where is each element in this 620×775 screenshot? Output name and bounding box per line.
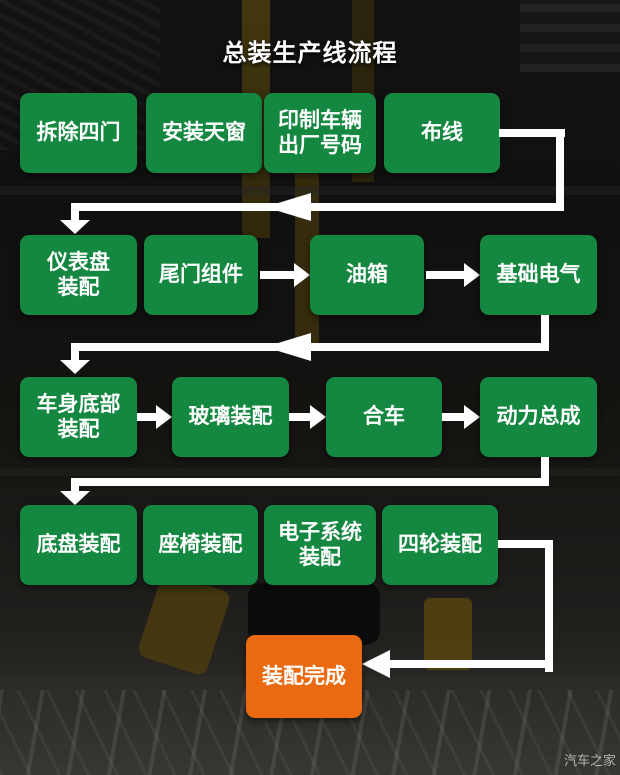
- connector-segment: [541, 315, 549, 351]
- connector-segment: [388, 660, 553, 668]
- step-print-vehicle-serial: 印制车辆 出厂号码: [264, 93, 376, 173]
- step-assembly-complete: 装配完成: [246, 635, 362, 718]
- connector-segment: [556, 129, 564, 211]
- connector-segment: [71, 203, 564, 211]
- connector-segment: [71, 478, 549, 486]
- step-tailgate-module: 尾门组件: [144, 235, 258, 315]
- step-wiring: 布线: [384, 93, 500, 173]
- step-basic-electrics: 基础电气: [480, 235, 597, 315]
- arrow-left-icon: [265, 333, 311, 361]
- bg-car-silhouette: [248, 583, 380, 645]
- bg-horizontal-girder-2: [0, 468, 620, 476]
- step-powertrain: 动力总成: [480, 377, 597, 457]
- step-chassis-assembly: 底盘装配: [20, 505, 137, 585]
- connector-segment: [498, 540, 553, 548]
- step-dashboard-assembly: 仪表盘 装配: [20, 235, 137, 315]
- bg-horizontal-girder-1: [0, 186, 620, 195]
- connector-segment: [545, 540, 553, 672]
- step-four-wheel-assembly: 四轮装配: [382, 505, 498, 585]
- connector-segment: [71, 203, 79, 222]
- arrow-right-icon: [137, 405, 172, 429]
- step-body-marriage: 合车: [326, 377, 442, 457]
- arrow-down-icon: [60, 220, 90, 234]
- arrow-left-icon: [265, 193, 311, 221]
- step-seat-assembly: 座椅装配: [143, 505, 258, 585]
- step-glass-assembly: 玻璃装配: [172, 377, 289, 457]
- bg-structure-top-right: [520, 0, 620, 72]
- connector-segment: [541, 457, 549, 486]
- page-title: 总装生产线流程: [222, 40, 398, 67]
- arrow-down-icon: [60, 491, 90, 505]
- connector-segment: [499, 129, 565, 137]
- step-electronic-system-assembly: 电子系统 装配: [264, 505, 376, 585]
- bg-yellow-robot-right: [424, 598, 472, 670]
- watermark-autohome: 汽车之家: [564, 753, 617, 768]
- step-install-sunroof: 安装天窗: [146, 93, 262, 173]
- arrow-right-icon: [260, 263, 310, 287]
- arrow-right-icon: [289, 405, 326, 429]
- connector-segment: [71, 343, 79, 362]
- step-underbody-assembly: 车身底部 装配: [20, 377, 137, 457]
- arrow-right-icon: [442, 405, 480, 429]
- step-fuel-tank: 油箱: [310, 235, 424, 315]
- step-remove-four-doors: 拆除四门: [20, 93, 137, 173]
- arrow-right-icon: [426, 263, 480, 287]
- arrow-left-icon: [362, 650, 390, 678]
- connector-segment: [71, 478, 79, 493]
- arrow-down-icon: [60, 360, 90, 374]
